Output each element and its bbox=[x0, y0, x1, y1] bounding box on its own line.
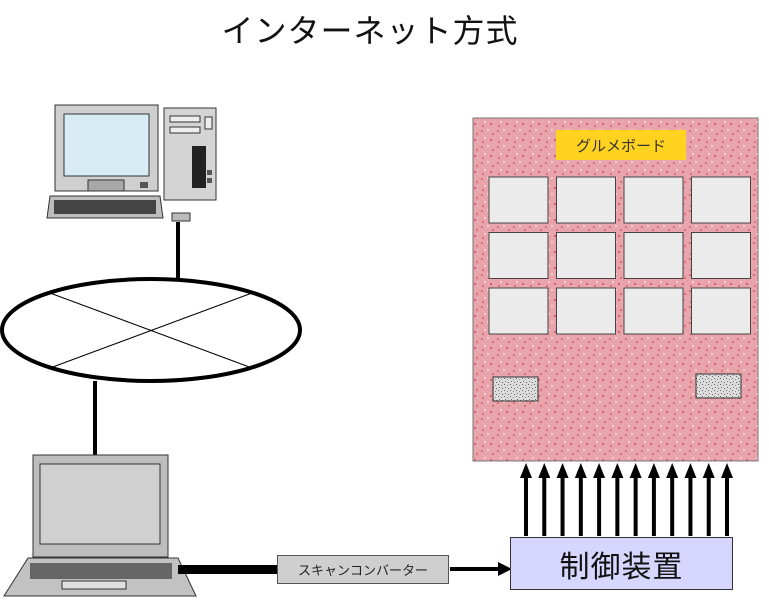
board-panel bbox=[556, 232, 616, 279]
up-arrow bbox=[702, 463, 715, 536]
up-arrow bbox=[593, 463, 606, 536]
board-sensor-left bbox=[492, 376, 539, 402]
scan-converter-box: スキャンコンバーター bbox=[277, 555, 449, 584]
up-arrow bbox=[684, 463, 697, 536]
up-arrow bbox=[647, 463, 660, 536]
up-arrow bbox=[629, 463, 642, 536]
up-arrow bbox=[721, 463, 733, 536]
board-panel bbox=[623, 176, 684, 224]
controller-board-arrows bbox=[520, 463, 733, 536]
laptop-converter-cable bbox=[178, 565, 279, 574]
desktop-computer-icon bbox=[46, 104, 217, 222]
board-panel bbox=[488, 176, 549, 224]
board-panel bbox=[488, 232, 549, 279]
up-arrow bbox=[611, 463, 624, 536]
up-arrow bbox=[538, 463, 551, 536]
board-panel bbox=[691, 287, 751, 335]
board-panel bbox=[691, 176, 751, 224]
controller-box: 制御装置 bbox=[510, 537, 733, 590]
network-ellipse-icon bbox=[0, 222, 302, 455]
board-sensor-right bbox=[695, 373, 742, 399]
board-panel bbox=[623, 232, 684, 279]
up-arrow bbox=[520, 463, 532, 536]
page-title: インターネット方式 bbox=[221, 12, 519, 50]
board-label: グルメボード bbox=[556, 130, 686, 160]
laptop-computer-icon bbox=[3, 454, 197, 597]
up-arrow bbox=[666, 463, 679, 536]
up-arrow bbox=[574, 463, 587, 536]
converter-controller-arrow bbox=[450, 562, 512, 576]
board-panel bbox=[556, 176, 616, 224]
up-arrow bbox=[556, 463, 569, 536]
board-panel-grid bbox=[488, 176, 751, 335]
board-panel bbox=[488, 287, 549, 335]
board-panel bbox=[556, 287, 616, 335]
board-panel bbox=[623, 287, 684, 335]
board-panel bbox=[691, 232, 751, 279]
